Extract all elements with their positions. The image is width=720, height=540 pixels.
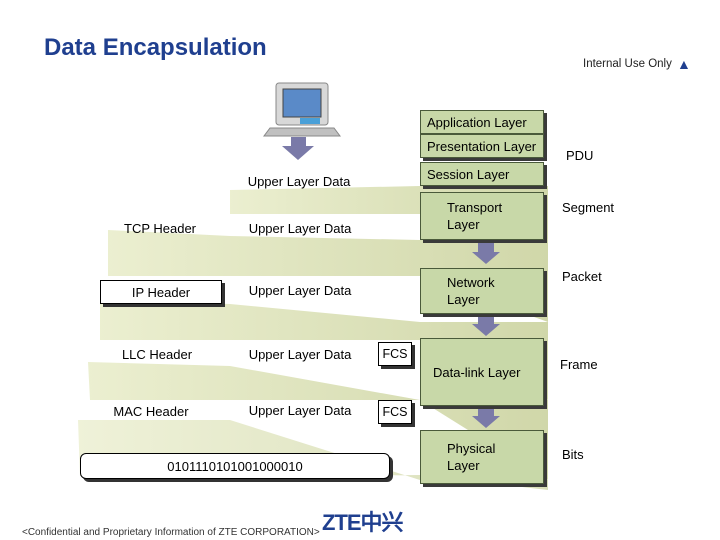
bitstream-box: 0101110101001000010 [80, 453, 390, 479]
llc-header-box: LLC Header [121, 346, 193, 362]
layer-application-label: Application Layer [427, 114, 527, 130]
pdu-frame: Frame [560, 357, 598, 372]
layer-physical-label-1: Physical [447, 441, 496, 456]
zte-logo: ZTE中兴 [322, 510, 404, 535]
layer-network-label-1: Network [447, 275, 495, 290]
pdu-packet: Packet [562, 269, 602, 284]
down-arrow-icon [472, 242, 500, 264]
upper-data-session: Upper Layer Data [247, 173, 351, 189]
tcp-header-box: TCP Header [124, 220, 197, 236]
layer-transport-label-2: Layer [447, 217, 480, 232]
layer-network: Network Layer [420, 268, 544, 314]
upper-data-transport: Upper Layer Data [248, 220, 352, 236]
layer-datalink-label: Data-link Layer [433, 364, 521, 380]
layer-presentation-label: Presentation Layer [427, 138, 537, 154]
upper-data-network: Upper Layer Data [248, 282, 352, 298]
layer-session-label: Session Layer [427, 166, 510, 182]
mac-header-box: MAC Header [113, 403, 189, 419]
down-arrow-icon [472, 408, 500, 428]
upper-data-datalink: Upper Layer Data [248, 346, 352, 362]
layer-network-label-2: Layer [447, 292, 480, 307]
internal-use-label: Internal Use Only [583, 58, 672, 70]
fcs-box-1: FCS [378, 342, 412, 366]
footer-confidential: <Confidential and Proprietary Informatio… [22, 527, 320, 538]
layer-transport-label-1: Transport [447, 200, 503, 215]
layer-session: Session Layer [420, 162, 544, 186]
upper-data-mac: Upper Layer Data [248, 402, 352, 418]
page-title: Data Encapsulation [44, 34, 267, 61]
layer-application: Application Layer [420, 110, 544, 134]
layer-transport: Transport Layer [420, 192, 544, 240]
pdu-segment: Segment [562, 200, 615, 215]
layer-presentation: Presentation Layer [420, 134, 544, 158]
layer-physical-label-2: Layer [447, 458, 480, 473]
funnel-strip-3 [100, 300, 548, 400]
down-arrow-icon [282, 137, 314, 160]
ip-header-box: IP Header [100, 280, 222, 304]
pdu-heading: PDU [566, 148, 594, 163]
funnel-strip-2 [108, 230, 548, 322]
funnel-strip-4 [88, 362, 548, 480]
computer-icon [263, 82, 341, 137]
pdu-bits: Bits [562, 447, 584, 462]
fcs-box-2: FCS [378, 400, 412, 424]
triangle-icon: ▲ [677, 56, 691, 72]
down-arrow-icon [472, 314, 500, 336]
layer-datalink: Data-link Layer [420, 338, 544, 406]
layer-physical: Physical Layer [420, 430, 544, 484]
